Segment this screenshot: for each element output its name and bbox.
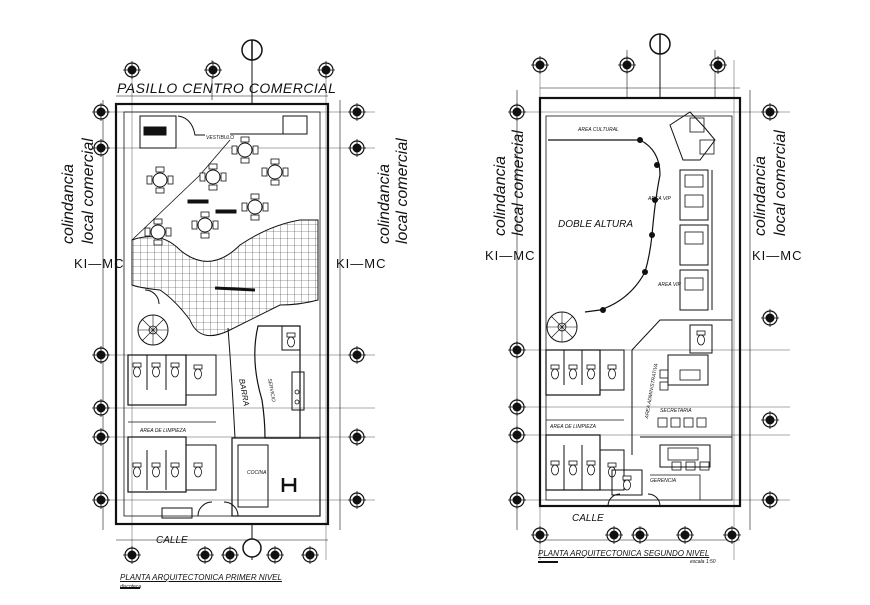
- plan1-side-right-b: local comercial: [394, 138, 411, 244]
- plan1-top-label: PASILLO CENTRO COMERCIAL: [117, 80, 337, 96]
- plan2-room-doble-altura: DOBLE ALTURA: [558, 219, 634, 230]
- plan1-subtitle: discoteca: [120, 584, 142, 590]
- plan2-room-gerencia: GERENCIA: [650, 478, 677, 484]
- plan2-side-right-a: colindancia: [752, 155, 769, 236]
- plan2-room-area-cultural: AREA CULTURAL: [578, 127, 619, 133]
- plan2-room-secretaria: SECRETARIA: [660, 408, 692, 414]
- plan2-street: CALLE: [572, 513, 604, 524]
- plan1-street: CALLE: [156, 535, 188, 546]
- plan2-section-cut-right: KI—MC: [752, 248, 803, 263]
- plan2-room-area-vip-2: AREA VIP: [658, 282, 681, 288]
- plan2-scale: escala 1:50: [690, 559, 716, 565]
- plan1-side-right-a: colindancia: [376, 163, 393, 244]
- plan1-section-cut-right: KI—MC: [336, 256, 387, 271]
- plan2-side-left-a: colindancia: [492, 155, 509, 236]
- plan1-title: PLANTA ARQUITECTONICA PRIMER NIVEL: [120, 573, 282, 582]
- plan1-section-cut: KI—MC: [74, 256, 125, 271]
- plan1-side-left-b: local comercial: [80, 138, 97, 244]
- plan2-room-area-vip-1: AREA VIP: [648, 196, 671, 202]
- plan2-side-right-b: local comercial: [772, 130, 789, 236]
- plan1-room-area-limpieza: AREA DE LIMPIEZA: [140, 428, 186, 434]
- plan2-section-cut: KI—MC: [485, 248, 536, 263]
- plan1-room-cocina: COCINA: [247, 470, 267, 476]
- plan-2: [507, 33, 790, 563]
- plan2-side-left-b: local comercial: [510, 130, 527, 236]
- plan2-room-area-limpieza: AREA DE LIMPIEZA: [550, 424, 596, 430]
- plan1-side-left-a: colindancia: [60, 163, 77, 244]
- plan-1: [91, 39, 375, 589]
- plan2-title: PLANTA ARQUITECTONICA SEGUNDO NIVEL: [538, 549, 710, 558]
- plan1-room-vestibulo: VESTIBULO: [206, 135, 235, 141]
